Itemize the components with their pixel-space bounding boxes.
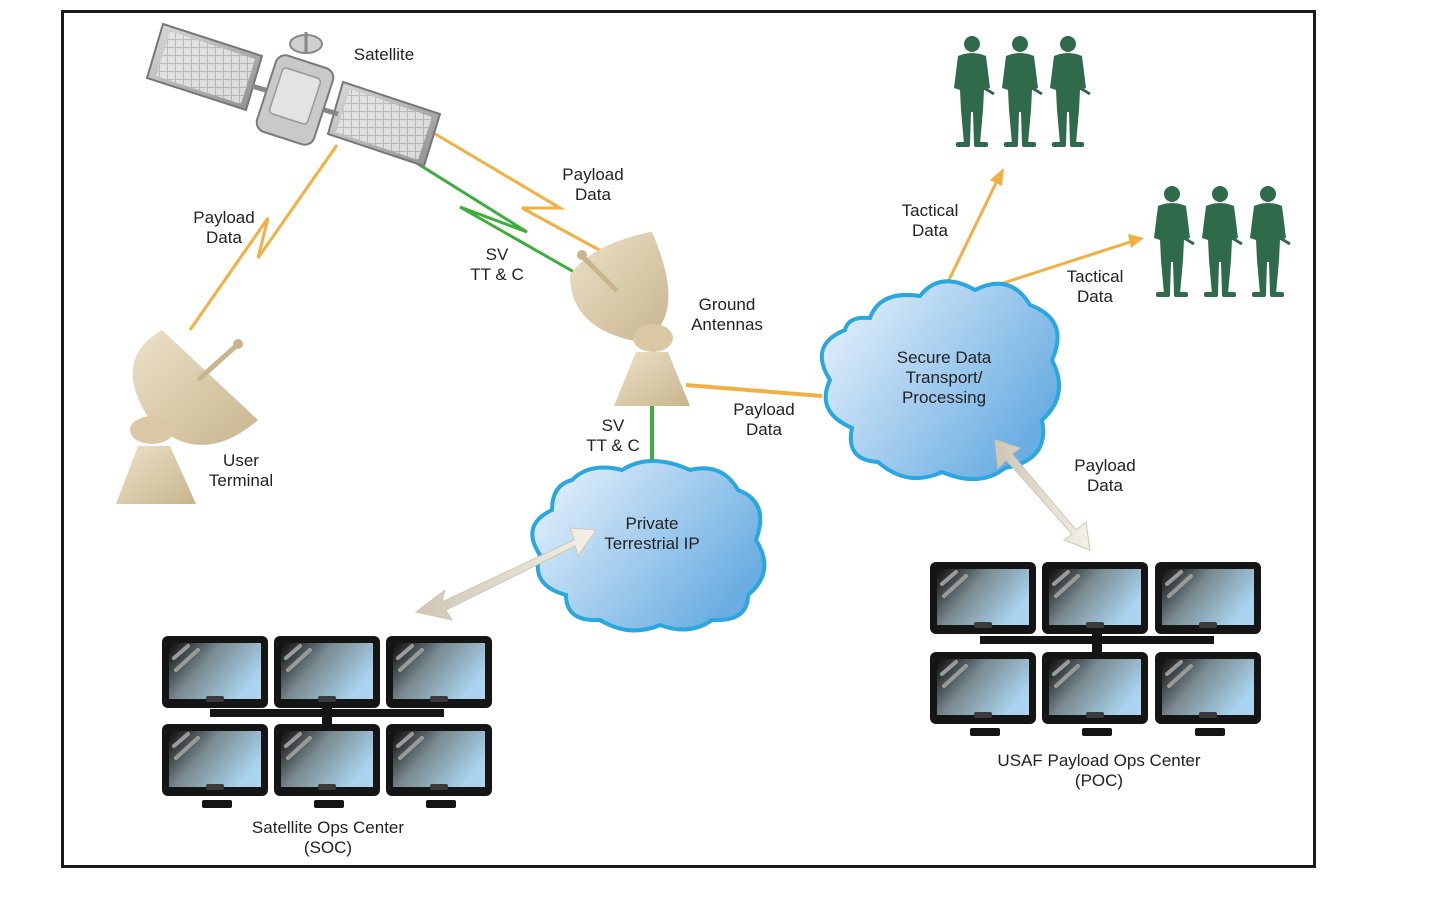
user-terminal-antenna-icon <box>116 330 258 504</box>
soldier-icon <box>952 34 996 149</box>
secure-poc-arrow <box>994 439 1091 551</box>
monitor-icon <box>272 634 382 710</box>
user-terminal-label: User Terminal <box>208 451 274 490</box>
soldier-icon <box>1048 34 1092 149</box>
diagram-border <box>61 10 1316 868</box>
ground-antennas-label: Ground Antennas <box>691 295 763 334</box>
satellite-icon <box>145 22 442 168</box>
monitor-icon <box>160 722 270 798</box>
private-ip-cloud-icon <box>530 459 767 633</box>
soc-private-ip-arrow <box>414 527 597 621</box>
ground-antenna-icon <box>570 232 690 406</box>
soldier-icon <box>1200 184 1244 299</box>
link-ground-secure-payload <box>685 383 823 398</box>
monitor-icon <box>1153 560 1263 636</box>
secure-transport-label: Secure Data Transport/ Processing <box>896 348 992 407</box>
monitor-icon <box>384 722 494 798</box>
secure-poc-payload-label: Payload Data <box>1074 456 1136 495</box>
monitor-icon <box>160 634 270 710</box>
link-secure-tactical-2 <box>987 234 1144 290</box>
poc-label: USAF Payload Ops Center (POC) <box>997 751 1201 790</box>
secure-tactical-1-label: Tactical Data <box>901 201 959 240</box>
soldier-icon <box>1248 184 1292 299</box>
monitor-icon <box>1153 650 1263 726</box>
soc-monitor-wall <box>160 634 494 808</box>
monitor-icon <box>384 634 494 710</box>
ground-private-sv-label: SV TT & C <box>586 416 640 455</box>
soldier-icon <box>1000 34 1044 149</box>
link-sat-ground-sv <box>414 160 596 286</box>
soldier-icon <box>1152 184 1196 299</box>
ground-secure-payload-label: Payload Data <box>733 400 795 439</box>
sat-ground-payload-label: Payload Data <box>562 165 624 204</box>
soldier-group-1 <box>952 34 1092 149</box>
monitor-icon <box>1040 650 1150 726</box>
secure-transport-cloud-icon <box>819 279 1061 482</box>
link-secure-tactical-1 <box>942 168 1004 291</box>
link-sat-ground-payload <box>431 130 615 260</box>
secure-tactical-2-label: Tactical Data <box>1066 267 1124 306</box>
sat-user-payload-label: Payload Data <box>193 208 255 247</box>
link-sat-user-payload <box>188 144 339 331</box>
soldier-group-2 <box>1152 184 1292 299</box>
monitor-icon <box>928 650 1038 726</box>
monitor-icon <box>1040 560 1150 636</box>
monitor-icon <box>272 722 382 798</box>
poc-monitor-wall <box>928 560 1263 736</box>
satellite-label: Satellite <box>354 45 414 64</box>
private-ip-label: Private Terrestrial IP <box>604 514 700 553</box>
monitor-icon <box>928 560 1038 636</box>
sat-ground-sv-label: SV TT & C <box>470 245 524 284</box>
soc-label: Satellite Ops Center (SOC) <box>251 818 405 857</box>
